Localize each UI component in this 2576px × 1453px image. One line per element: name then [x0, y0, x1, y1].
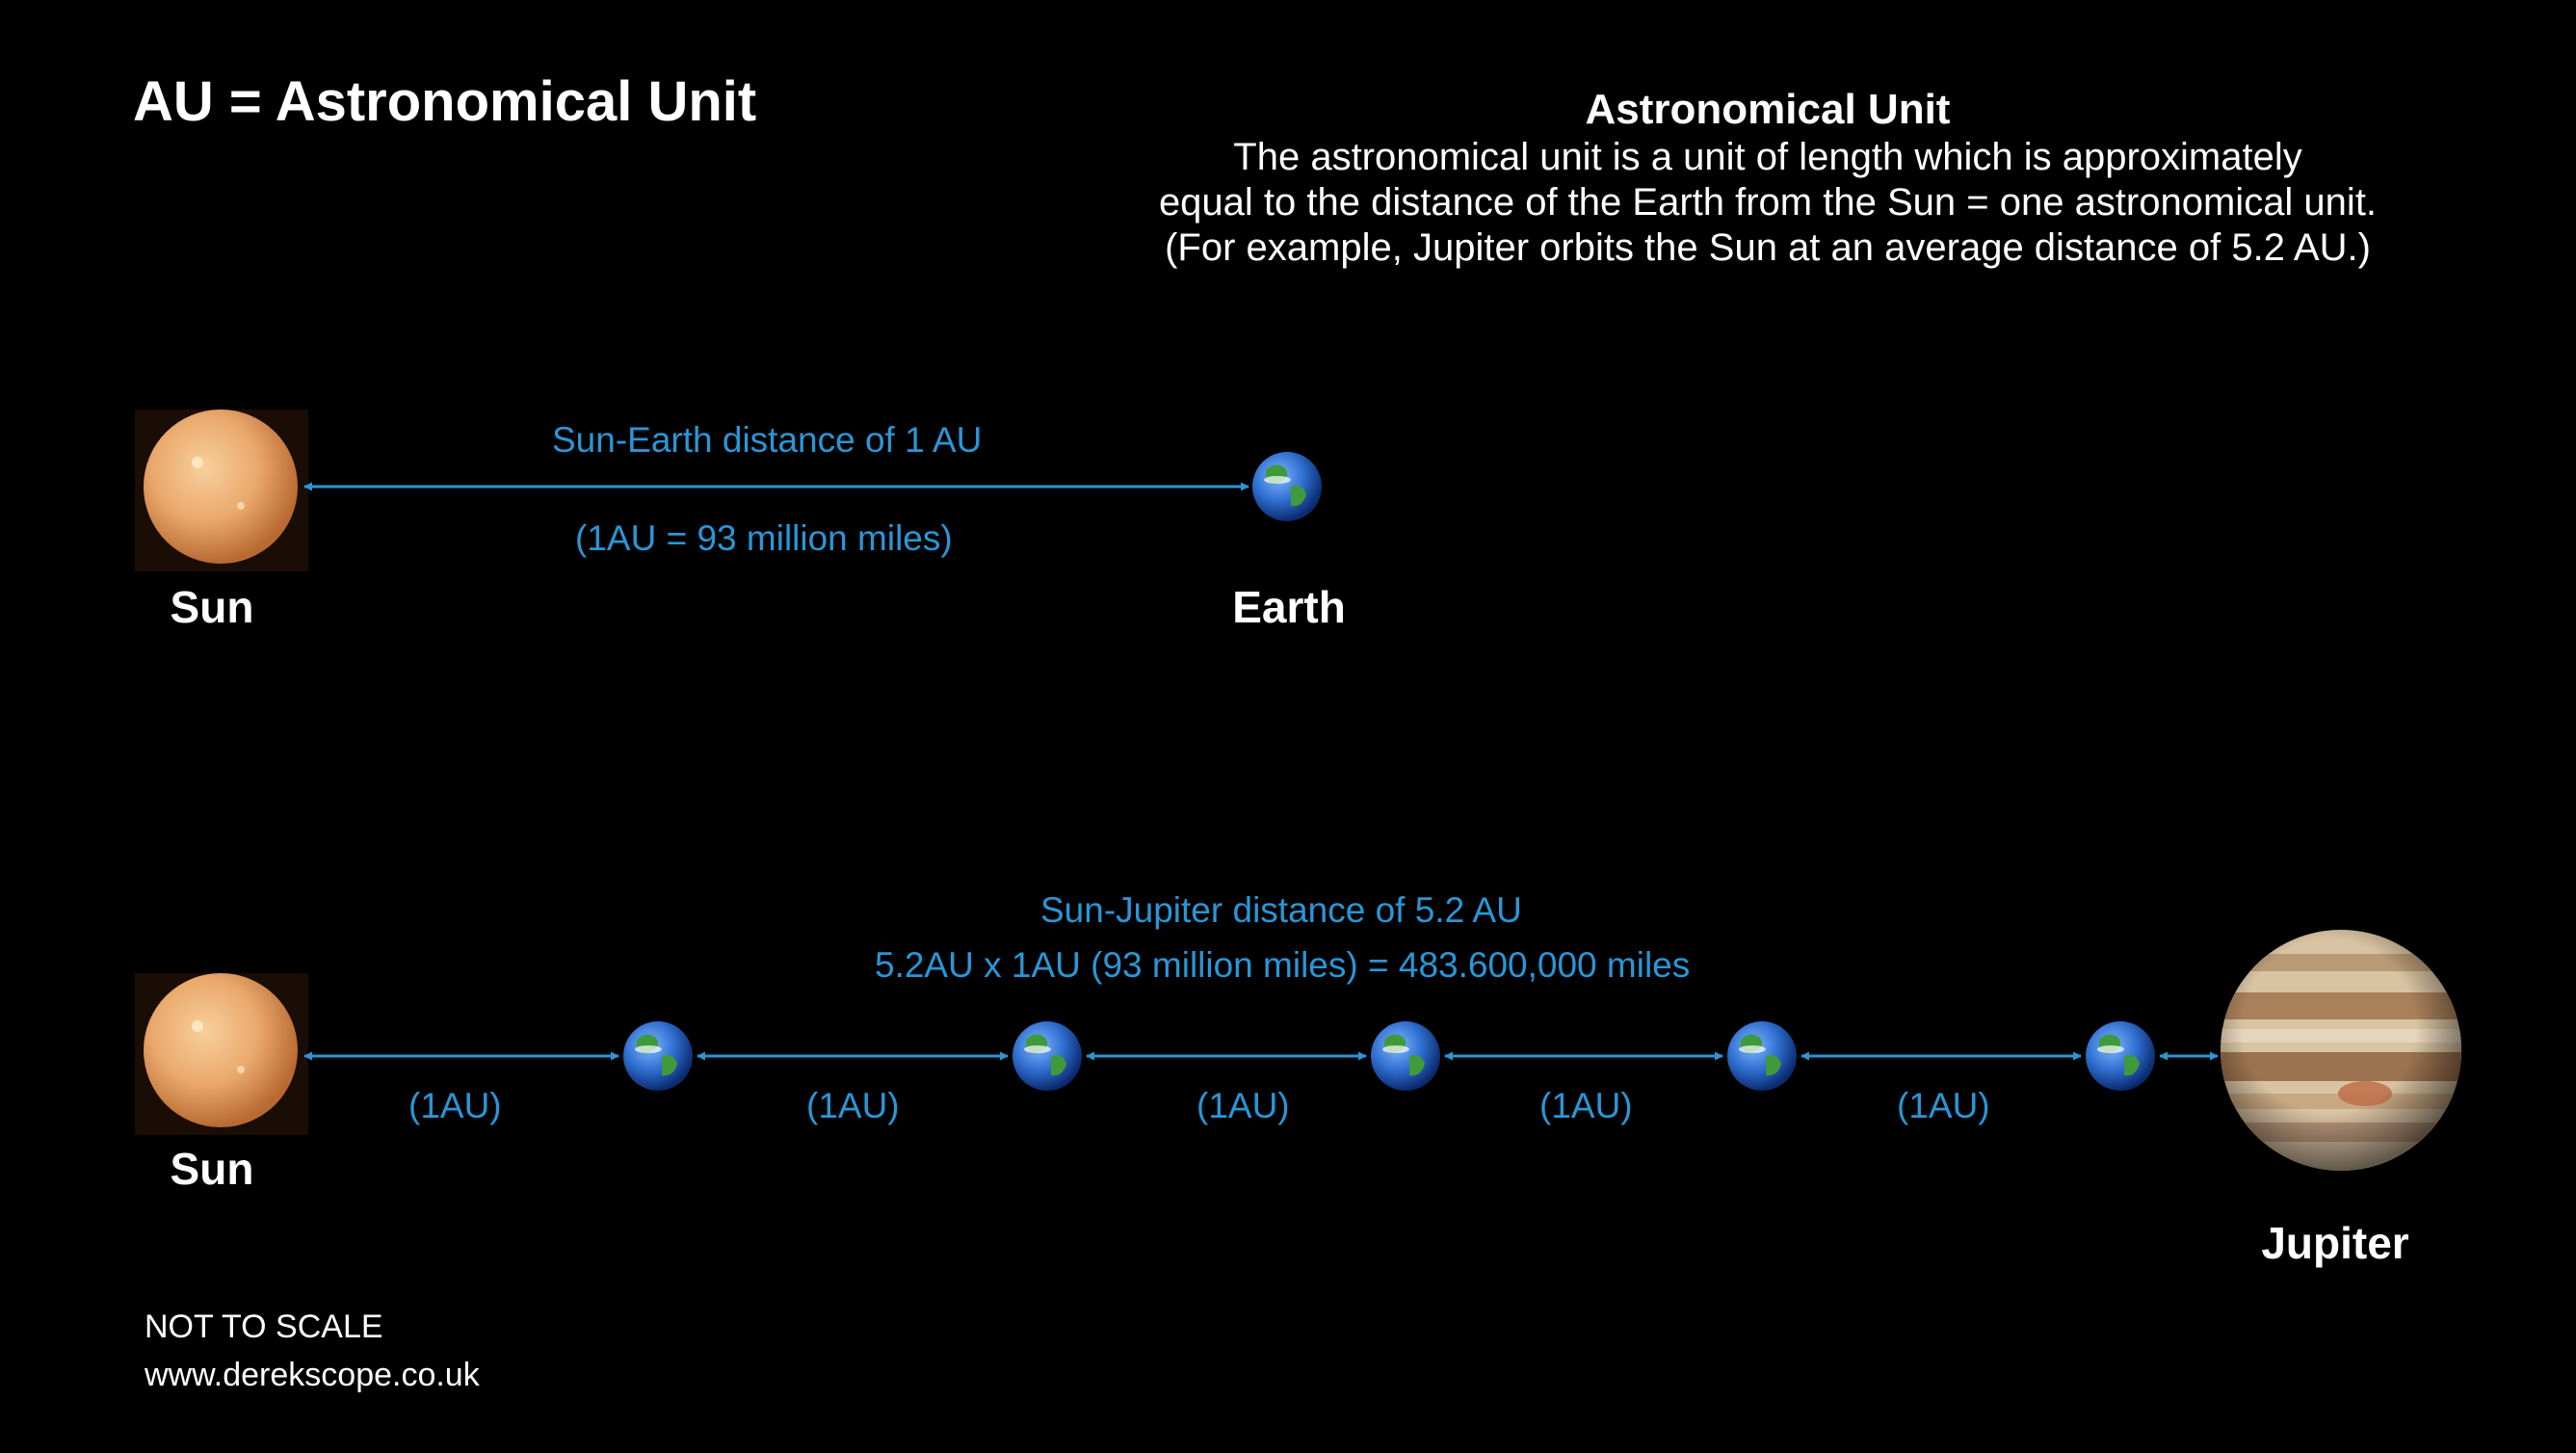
definition-line: equal to the distance of the Earth from …	[1158, 181, 2378, 224]
earth-icon	[1252, 452, 1322, 521]
sun-jupiter-calc-label: 5.2AU x 1AU (93 million miles) = 483.600…	[875, 945, 1691, 985]
sun-label: Sun	[170, 1144, 254, 1194]
earth-icon	[2086, 1021, 2155, 1091]
earth-label: Earth	[1232, 582, 1346, 632]
sun-icon	[135, 973, 308, 1135]
sun-earth-distance-label: Sun-Earth distance of 1 AU	[552, 420, 983, 460]
jupiter-icon	[2221, 930, 2461, 1171]
earth-icon	[1371, 1021, 1440, 1091]
jupiter-label: Jupiter	[2261, 1218, 2409, 1268]
definition-line: The astronomical unit is a unit of lengt…	[1233, 136, 2302, 178]
definition-heading: Astronomical Unit	[1585, 86, 1951, 133]
earth-icon	[1012, 1021, 1082, 1091]
segment-label: (1AU)	[1539, 1086, 1633, 1125]
not-to-scale-note: NOT TO SCALE	[145, 1308, 383, 1345]
sun-jupiter-distance-label: Sun-Jupiter distance of 5.2 AU	[1040, 890, 1522, 930]
sun-label: Sun	[170, 582, 254, 632]
website-credit: www.derekscope.co.uk	[145, 1357, 480, 1393]
segment-label: (1AU)	[1897, 1086, 1990, 1125]
earth-icon	[1727, 1021, 1797, 1091]
page-title: AU = Astronomical Unit	[133, 70, 757, 133]
sun-icon	[135, 409, 308, 571]
definition-block: Astronomical Unit The astronomical unit …	[1122, 85, 2413, 271]
segment-label: (1AU)	[408, 1086, 502, 1125]
definition-line: (For example, Jupiter orbits the Sun at …	[1165, 226, 2371, 269]
segment-label: (1AU)	[806, 1086, 900, 1125]
sun-earth-miles-label: (1AU = 93 million miles)	[575, 518, 953, 558]
earth-icon	[623, 1021, 693, 1091]
segment-label: (1AU)	[1196, 1086, 1290, 1125]
